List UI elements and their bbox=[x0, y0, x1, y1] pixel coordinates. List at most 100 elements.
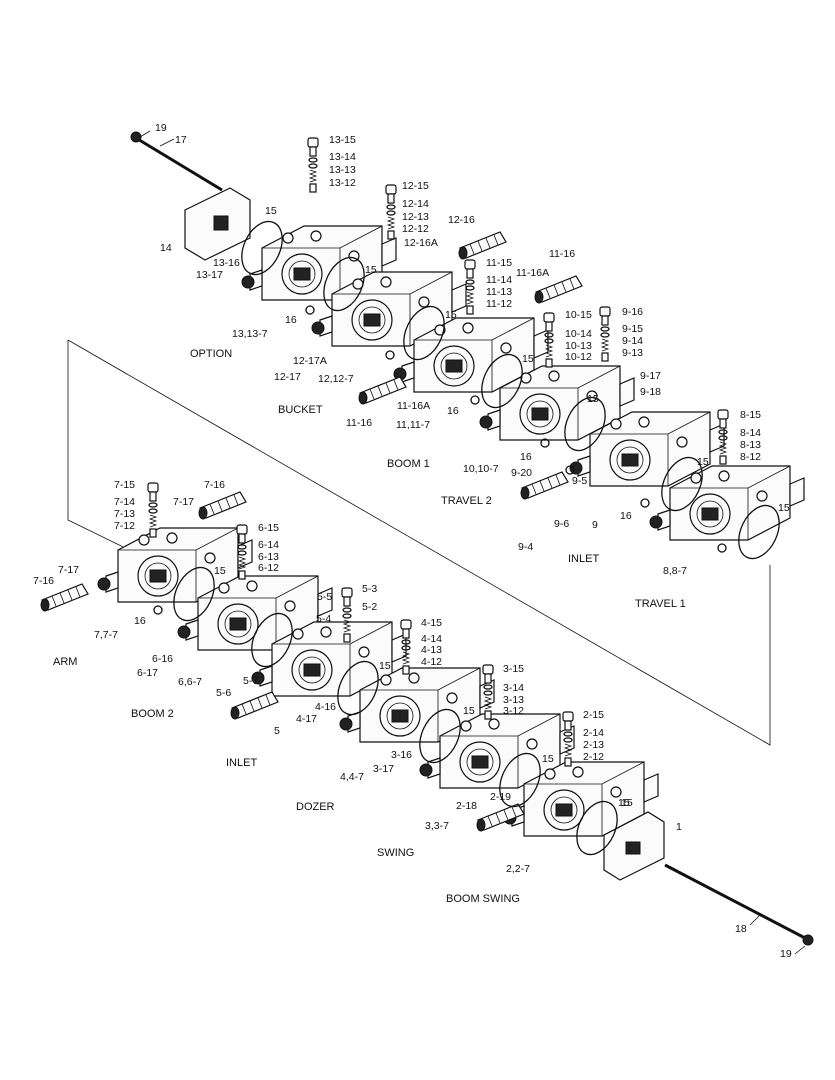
part-callout-label: 12-15 bbox=[402, 180, 429, 192]
part-callout-label: 9-5 bbox=[572, 475, 587, 487]
part-callout-label: 9 bbox=[592, 519, 598, 531]
part-callout-label: 8-15 bbox=[740, 409, 761, 421]
part-callout-label: 5-5 bbox=[317, 591, 332, 603]
part-callout-label: 3-12 bbox=[503, 705, 524, 717]
section-label-boom2: BOOM 2 bbox=[131, 708, 174, 720]
tie-rod-bottom bbox=[664, 863, 814, 955]
part-callout-label: 4-12 bbox=[421, 656, 442, 668]
plug-stack-11 bbox=[464, 259, 476, 315]
part-callout-label: 13-17 bbox=[196, 269, 223, 281]
part-callout-label: 13-16 bbox=[213, 257, 240, 269]
part-callout-label: 6-14 bbox=[258, 539, 279, 551]
part-callout-label: 12-13 bbox=[402, 211, 429, 223]
part-callout-label: 7-16 bbox=[204, 479, 225, 491]
relief-valve-12-16 bbox=[458, 231, 507, 260]
part-callout-label: 6-16 bbox=[152, 653, 173, 665]
section-label-bucket: BUCKET bbox=[278, 404, 323, 416]
part-callout-label: 4-17 bbox=[296, 713, 317, 725]
plug-stack-7 bbox=[147, 482, 159, 538]
part-callout-label: 2-18 bbox=[456, 800, 477, 812]
part-callout-label: 10-13 bbox=[565, 340, 592, 352]
section-label-inlet-left: INLET bbox=[226, 757, 257, 769]
part-callout-label: 9-15 bbox=[622, 323, 643, 335]
part-callout-label: 4-15 bbox=[421, 617, 442, 629]
part-callout-label: 2-14 bbox=[583, 727, 604, 739]
part-callout-label: 16 bbox=[134, 615, 146, 627]
part-callout-label: 8-14 bbox=[740, 427, 761, 439]
part-callout-label: 13-13 bbox=[329, 164, 356, 176]
section-label-arm: ARM bbox=[53, 656, 77, 668]
part-callout-label: 1 bbox=[676, 821, 682, 833]
part-callout-label: 16 bbox=[620, 510, 632, 522]
plug-stack-9 bbox=[599, 306, 611, 362]
part-callout-label: 6-17 bbox=[137, 667, 158, 679]
part-callout-label: 16 bbox=[285, 314, 297, 326]
plug-stack-13 bbox=[307, 137, 319, 193]
part-callout-label: 4-13 bbox=[421, 644, 442, 656]
part-callout-label: 9-17 bbox=[640, 370, 661, 382]
part-callout-label: 15 bbox=[618, 797, 630, 809]
plug-stack-10 bbox=[543, 312, 555, 368]
part-callout-label: 12-17A bbox=[293, 355, 327, 367]
part-callout-label: 15 bbox=[697, 456, 709, 468]
part-callout-label: 9-13 bbox=[622, 347, 643, 359]
part-callout-label: 13-14 bbox=[329, 151, 356, 163]
part-callout-label: 10-15 bbox=[565, 309, 592, 321]
part-callout-label: 4-14 bbox=[421, 633, 442, 645]
part-callout-label: 7-13 bbox=[114, 508, 135, 520]
relief-valve-7-16-upper bbox=[198, 491, 247, 520]
part-callout-label: 11-15 bbox=[486, 257, 512, 269]
part-callout-label: 9-14 bbox=[622, 335, 643, 347]
relief-valve-5-6 bbox=[230, 691, 279, 720]
part-callout-label: 5-3 bbox=[362, 583, 377, 595]
part-callout-label: 3-17 bbox=[373, 763, 394, 775]
part-callout-label: 15 bbox=[522, 353, 534, 365]
tie-rod-top bbox=[130, 130, 223, 192]
part-callout-label: 13-12 bbox=[329, 177, 356, 189]
part-callout-label: 2,2-7 bbox=[506, 863, 530, 875]
part-callout-label: 5-2 bbox=[362, 601, 377, 613]
part-callout-label: 8-12 bbox=[740, 451, 761, 463]
section-label-option: OPTION bbox=[190, 348, 232, 360]
part-callout-label: 19 bbox=[780, 948, 792, 960]
part-callout-label: 4,4-7 bbox=[340, 771, 364, 783]
part-callout-label: 12-14 bbox=[402, 198, 429, 210]
small-seal-16-group bbox=[153, 305, 727, 615]
part-callout-label: 3,3-7 bbox=[425, 820, 449, 832]
part-callout-label: 7,7-7 bbox=[94, 629, 118, 641]
part-callout-label: 15 bbox=[445, 309, 457, 321]
part-callout-label: 12-17 bbox=[274, 371, 301, 383]
part-callout-label: 5-6 bbox=[216, 687, 231, 699]
part-callout-label: 12-16A bbox=[404, 237, 438, 249]
part-callout-label: 17 bbox=[175, 134, 187, 146]
section-label-boom1: BOOM 1 bbox=[387, 458, 430, 470]
relief-valve-7-16-lower bbox=[40, 583, 89, 612]
part-callout-label: 15 bbox=[587, 393, 599, 405]
part-callout-label: 15 bbox=[379, 660, 391, 672]
part-callout-label: 9-4 bbox=[518, 541, 533, 553]
part-callout-label: 3-16 bbox=[391, 749, 412, 761]
part-callout-label: 6-12 bbox=[258, 562, 279, 574]
end-plate-bottom bbox=[603, 811, 665, 881]
part-callout-label: 8,8-7 bbox=[663, 565, 687, 577]
plug-stack-5 bbox=[341, 587, 353, 643]
part-callout-label: 15 bbox=[542, 753, 554, 765]
part-callout-label: 2-15 bbox=[583, 709, 604, 721]
part-callout-label: 5-4 bbox=[316, 613, 331, 625]
part-callout-label: 19 bbox=[155, 122, 167, 134]
end-plate-top bbox=[184, 187, 251, 261]
part-callout-label: 3-15 bbox=[503, 663, 524, 675]
part-callout-label: 7-15 bbox=[114, 479, 135, 491]
part-callout-label: 16 bbox=[520, 451, 532, 463]
part-callout-label: 15 bbox=[463, 705, 475, 717]
part-callout-label: 11-16 bbox=[346, 417, 372, 429]
part-callout-label: 7-17 bbox=[173, 496, 194, 508]
part-callout-label: 9-6 bbox=[554, 518, 569, 530]
part-callout-label: 7-16 bbox=[33, 575, 54, 587]
part-callout-label: 15 bbox=[778, 502, 790, 514]
part-callout-label: 4-16 bbox=[315, 701, 336, 713]
section-label-boom-swing: BOOM SWING bbox=[446, 893, 520, 905]
part-callout-label: 11-16A bbox=[397, 400, 430, 412]
